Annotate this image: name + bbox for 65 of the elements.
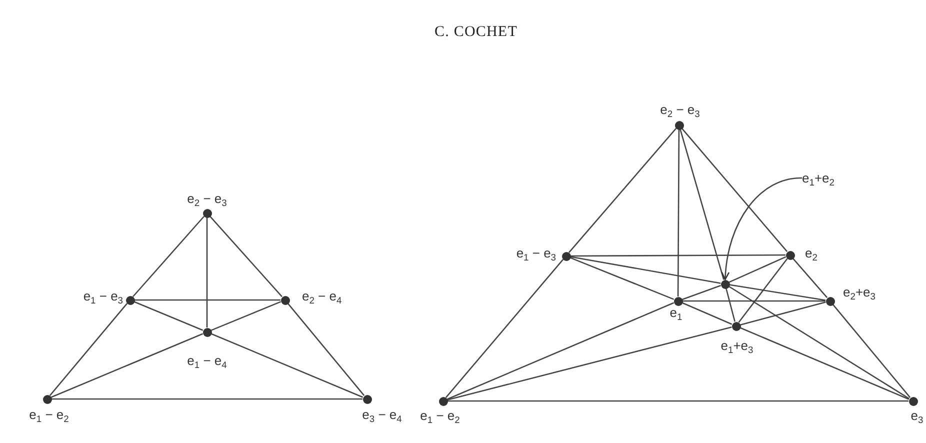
graph-edge bbox=[50, 333, 204, 398]
vertex-dot bbox=[202, 328, 212, 336]
vertex-label: e$_{1}$ bbox=[670, 305, 682, 320]
graph-edge bbox=[210, 333, 364, 398]
graph-edge bbox=[568, 128, 677, 254]
vertex-dot bbox=[826, 296, 834, 306]
graph-edge bbox=[832, 304, 911, 398]
graph-edge bbox=[682, 300, 826, 302]
vertex-dot bbox=[562, 252, 570, 260]
graph-edge bbox=[134, 299, 280, 301]
graph-edge bbox=[446, 302, 674, 400]
graph-edge bbox=[792, 258, 828, 298]
graph-edge bbox=[287, 303, 365, 396]
leader-arrow bbox=[721, 177, 802, 280]
vertex-dot bbox=[786, 250, 794, 260]
graph-edge bbox=[726, 288, 736, 322]
vertex-label: e$_{3}$ − e$_{4}$ bbox=[362, 407, 402, 422]
vertex-dot bbox=[42, 394, 52, 404]
vertex-dot bbox=[126, 296, 134, 304]
vertex-dot bbox=[202, 208, 212, 218]
graph-edge bbox=[729, 284, 826, 301]
graph-edge bbox=[49, 303, 128, 396]
graph-edge bbox=[570, 257, 674, 300]
vertex-label: e$_{3}$ bbox=[910, 408, 924, 423]
graph-edge bbox=[677, 130, 680, 296]
graph-edge bbox=[206, 218, 208, 328]
graph-edge bbox=[447, 326, 732, 401]
vertex-label: e$_{2}$ bbox=[805, 246, 818, 260]
vertex-dot bbox=[674, 296, 682, 306]
graph-edge bbox=[680, 129, 724, 280]
page-header: C. COCHET bbox=[434, 24, 518, 41]
graph-edge bbox=[570, 256, 721, 284]
graph-edge bbox=[210, 301, 282, 331]
graph-edge bbox=[682, 302, 732, 325]
graph-edge bbox=[134, 301, 204, 331]
vertex-dot bbox=[720, 280, 730, 288]
graph-edge bbox=[132, 216, 204, 298]
graph-edge bbox=[445, 259, 564, 398]
vertex-label: e$_{1}$ − e$_{2}$ bbox=[420, 408, 460, 423]
vertex-label: e$_{1}$+e$_{3}$ bbox=[720, 338, 754, 353]
vertex-dot bbox=[674, 120, 684, 130]
vertex-label: e$_{2}$ − e$_{3}$ bbox=[660, 102, 700, 117]
graph-edge bbox=[681, 128, 788, 252]
graph-edge bbox=[740, 327, 910, 400]
graph-edge bbox=[448, 400, 908, 402]
vertex-label: e$_{2}$ − e$_{4}$ bbox=[302, 288, 342, 304]
vertex-label: e$_{1}$ − e$_{2}$ bbox=[29, 407, 69, 422]
graph-edge bbox=[728, 286, 910, 400]
graph-edge bbox=[740, 302, 826, 326]
graph-edge bbox=[682, 284, 721, 300]
vertex-label: e$_{2}$ − e$_{3}$ bbox=[187, 191, 227, 206]
vertex-dot bbox=[438, 396, 448, 406]
vertex-dot bbox=[280, 296, 290, 304]
vertex-dot bbox=[908, 396, 918, 406]
vertex-label: e$_{2}$+e$_{3}$ bbox=[843, 284, 876, 300]
vertex-label: e$_{1}$ − e$_{3}$ bbox=[83, 288, 123, 304]
graph-edge bbox=[728, 256, 786, 283]
vertex-dot bbox=[732, 322, 740, 330]
vertex-label: e$_{1}$ − e$_{3}$ bbox=[516, 246, 556, 260]
vertex-dot bbox=[362, 394, 372, 404]
vertex-label: e$_{1}$ − e$_{4}$ bbox=[187, 353, 227, 368]
graph-edge bbox=[210, 216, 282, 298]
graph-edge bbox=[570, 254, 786, 257]
graph-edge bbox=[52, 398, 362, 400]
graph-edge bbox=[738, 258, 788, 323]
